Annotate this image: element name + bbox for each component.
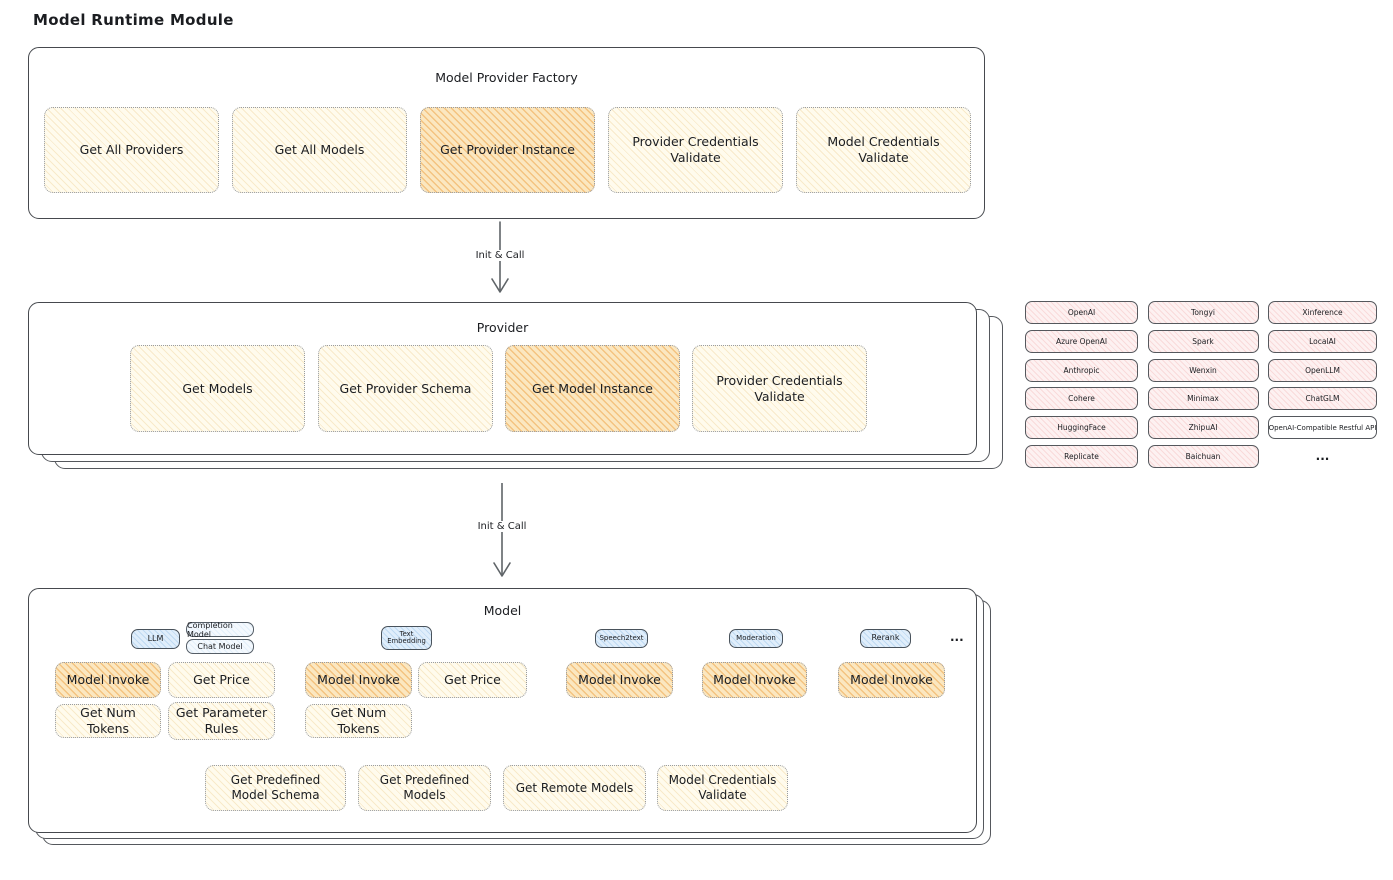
factory-box-get-provider-instance: Get Provider Instance [420,107,595,193]
text-embedding-model-invoke-box: Model Invoke [305,662,412,698]
speech2text-model-invoke-box: Model Invoke [566,662,673,698]
model-box-get-predefined-models: Get Predefined Models [358,765,491,811]
provider-item-cohere: Cohere [1025,387,1138,411]
moderation-model-invoke-box: Model Invoke [702,662,807,698]
model-box-get-remote-models: Get Remote Models [503,765,646,811]
factory-to-provider-arrow-label: Init & Call [471,250,529,261]
provider-box-provider-credentials-validate: Provider Credentials Validate [692,345,867,432]
factory-box-provider-credentials-validate: Provider Credentials Validate [608,107,783,193]
text-embedding-get-num-tokens-box: Get Num Tokens [305,704,412,738]
provider-item-baichuan: Baichuan [1147,444,1259,468]
model-box-model-credentials-validate: Model Credentials Validate [657,765,788,811]
provider-item-minimax: Minimax [1147,387,1259,411]
model-type-llm-tag: LLM [131,629,180,649]
factory-label: Model Provider Factory [435,70,578,85]
provider-item-chatglm: ChatGLM [1268,387,1377,411]
provider-item-xinference: Xinference [1268,301,1377,324]
model-type-rerank-tag: Rerank [860,629,911,648]
provider-item-spark: Spark [1147,329,1259,353]
text-embedding-get-price-box: Get Price [418,662,527,698]
model-type-moderation-tag: Moderation [729,629,783,648]
model-subtype-completion-model-tag: Completion Model [186,621,254,639]
provider-item-anthropic: Anthropic [1025,358,1138,382]
provider-item-huggingface: HuggingFace [1025,416,1138,440]
factory-box-get-all-providers: Get All Providers [44,107,219,193]
provider-item-zhipuai: ZhipuAI [1147,416,1259,440]
model-type-speech2text-tag: Speech2text [595,629,648,648]
model-subtype-chat-model-tag: Chat Model [186,639,254,654]
provider-item-wenxin: Wenxin [1147,358,1259,382]
factory-box-get-all-models: Get All Models [232,107,407,193]
llm-model-invoke-box: Model Invoke [55,662,161,698]
provider-item-openai-compatible-restful-api: OpenAI-Compatible Restful API [1268,416,1377,440]
provider-item-azure-openai: Azure OpenAI [1025,329,1138,353]
rerank-model-invoke-box: Model Invoke [838,662,945,698]
provider-box-get-provider-schema: Get Provider Schema [318,345,493,432]
provider-box-get-model-instance: Get Model Instance [505,345,680,432]
factory-box-model-credentials-validate: Model Credentials Validate [796,107,971,193]
provider-label: Provider [476,320,529,335]
llm-get-parameter-rules-box: Get Parameter Rules [168,702,275,740]
model-label: Model [483,603,522,618]
provider-list-ellipsis: ... [1315,449,1330,464]
provider-item-openai: OpenAI [1025,301,1138,324]
diagram-title: Model Runtime Module [33,11,234,29]
llm-get-num-tokens-box: Get Num Tokens [55,704,161,738]
model-type-text-embedding-tag: Text Embedding [381,626,432,650]
model-box-get-predefined-model-schema: Get Predefined Model Schema [205,765,346,811]
provider-item-openllm: OpenLLM [1268,358,1377,382]
llm-get-price-box: Get Price [168,662,275,698]
provider-item-tongyi: Tongyi [1147,301,1259,324]
provider-to-model-arrow-label: Init & Call [473,521,531,532]
model-types-ellipsis: ... [950,630,964,644]
provider-item-replicate: Replicate [1025,444,1138,468]
provider-item-localai: LocalAI [1268,329,1377,353]
provider-box-get-models: Get Models [130,345,305,432]
provider-list-grid: OpenAI Tongyi Xinference Azure OpenAI Sp… [1025,301,1377,468]
